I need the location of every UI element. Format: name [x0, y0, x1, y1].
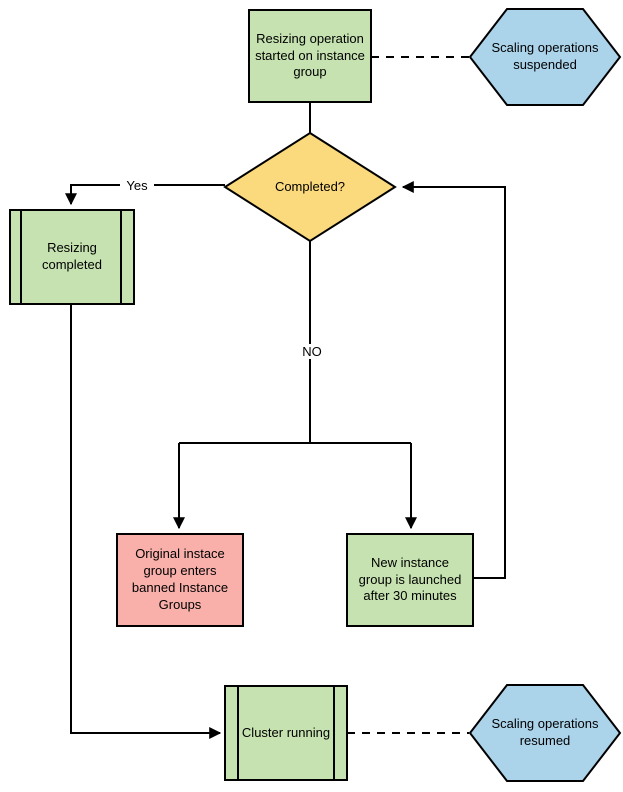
node-resizing-completed-shape: [9, 209, 135, 305]
edge-completed-yes-to-resizing: [65, 184, 225, 206]
node-resumed-shape: [468, 684, 622, 782]
node-suspended-shape: [468, 8, 622, 106]
edge-new-group-to-completed: [401, 181, 506, 579]
edge-resizing-to-cluster: [70, 304, 222, 739]
node-banned-shape: [116, 533, 244, 627]
node-new-group-shape: [346, 533, 474, 627]
node-cluster-shape: [224, 685, 348, 781]
node-start-shape: [248, 9, 372, 103]
edge-label-no: NO: [295, 344, 329, 359]
edge-label-yes: Yes: [120, 177, 154, 193]
node-completed-shape: [223, 131, 397, 243]
